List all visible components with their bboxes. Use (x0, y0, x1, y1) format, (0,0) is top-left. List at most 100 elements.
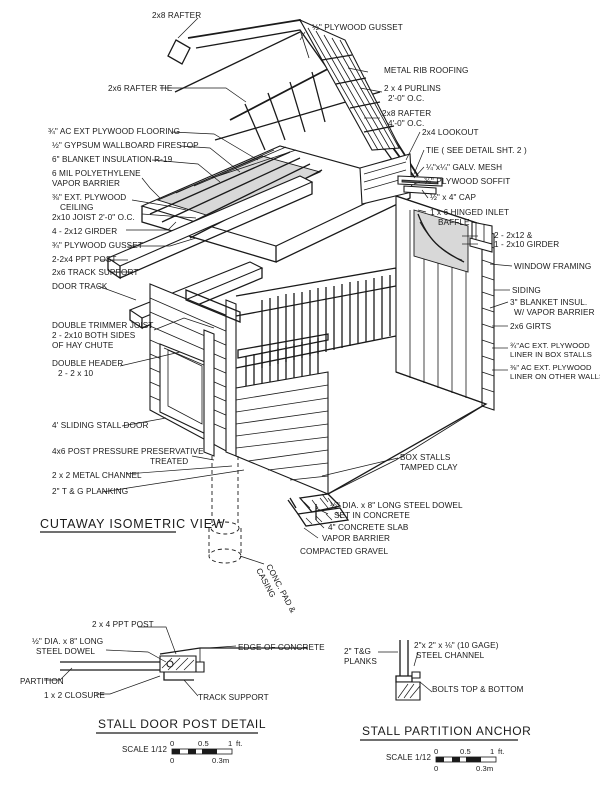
label-window-framing: WINDOW FRAMING (514, 262, 591, 271)
label-ext-plywood-ceiling: ⅜" EXT. PLYWOOD (52, 193, 126, 202)
label-ext-plywood-ceiling-2: CEILING (60, 203, 93, 212)
main-view-title: CUTAWAY ISOMETRIC VIEW (40, 517, 225, 531)
stall-floor (327, 371, 488, 495)
label-liner-other-walls: ⅜" AC EXT. PLYWOOD (510, 363, 592, 372)
scale-tick-03m: 0.3m (212, 756, 229, 765)
label-girder-2x12: 2 - 2x12 & (494, 231, 533, 240)
label-2x8-rafter-oc: 2x8 RAFTER (382, 109, 431, 118)
label-siding: SIDING (512, 286, 541, 295)
scale-r-tick-03m: 0.3m (476, 764, 493, 773)
label-inlet-baffle: 1 x 6 HINGED INLET (430, 208, 509, 217)
label-trimmer-joist-3: OF HAY CHUTE (52, 341, 114, 350)
label-ppt-post: 2-2x4 PPT POST (52, 255, 117, 264)
isometric-barn-drawing (106, 18, 495, 564)
stall-partition-wall (235, 371, 329, 495)
label-tie-detail: TIE ( SEE DETAIL SHT. 2 ) (426, 146, 527, 155)
scale-r-tick-0-m: 0 (434, 764, 438, 773)
label-partition: PARTITION (20, 677, 64, 686)
label-steel-channel: 2"x 2" x ⅛" (10 GAGE) (414, 641, 499, 650)
scale-tick-0: 0 (170, 739, 174, 748)
label-post-pressure: 4x6 POST PRESSURE PRESERVATIVE (52, 447, 204, 456)
scale-r-tick-05: 0.5 (460, 747, 471, 756)
label-liner-box-stalls-2: LINER IN BOX STALLS (510, 350, 592, 359)
label-girts: 2x6 GIRTS (510, 322, 552, 331)
label-bolts: BOLTS TOP & BOTTOM (432, 685, 524, 694)
label-blanket-insulation: 6" BLANKET INSULATION R-19 (52, 155, 173, 164)
label-purlins: 2 x 4 PURLINS (384, 84, 441, 93)
label-liner-box-stalls: ¾"AC EXT. PLYWOOD (510, 341, 590, 350)
scale-r-tick-1: 1 (490, 747, 494, 756)
label-purlins-spacing: 2'-0" O.C. (388, 94, 424, 103)
label-liner-other-walls-2: LINER ON OTHER WALLS (510, 372, 600, 381)
label-joist: 2x10 JOIST 2'-0" O.C. (52, 213, 135, 222)
label-door-track-support: TRACK SUPPORT (198, 693, 269, 702)
label-track-support: 2x6 TRACK SUPPORT (52, 268, 138, 277)
label-closure: 1 x 2 CLOSURE (44, 691, 105, 700)
scale-label-left: SCALE 1/12 (122, 745, 167, 754)
roof-trusses (167, 18, 419, 179)
label-trimmer-joist-2: 2 - 2x10 BOTH SIDES (52, 331, 136, 340)
label-metal-channel: 2 x 2 METAL CHANNEL (52, 471, 142, 480)
label-compacted-gravel: COMPACTED GRAVEL (300, 547, 389, 556)
label-door-dowel-2: STEEL DOWEL (36, 647, 95, 656)
label-inlet-baffle-2: BAFFLE (438, 218, 470, 227)
label-girder-4: 4 - 2x12 GIRDER (52, 227, 117, 236)
label-double-header: DOUBLE HEADER (52, 359, 123, 368)
door-post-detail-title: STALL DOOR POST DETAIL (98, 717, 266, 731)
label-2x8-rafter: 2x8 RAFTER (152, 11, 201, 20)
scale-r-unit: ft. (498, 747, 505, 756)
stall-door-post-detail: 2 x 4 PPT POST ½" DIA. x 8" LONG STEEL D… (20, 620, 325, 765)
label-polyethylene-barrier: VAPOR BARRIER (52, 179, 120, 188)
label-concrete-slab: 4" CONCRETE SLAB (328, 523, 409, 532)
label-girder-1x10: 1 - 2x10 GIRDER (494, 240, 559, 249)
hay-loft-deck (140, 145, 413, 263)
scale-tick-0-m: 0 (170, 756, 174, 765)
label-wall-insulation-2: W/ VAPOR BARRIER (514, 308, 595, 317)
scale-tick-05: 0.5 (198, 739, 209, 748)
label-wall-insulation: 3" BLANKET INSUL. (510, 298, 587, 307)
label-door-dowel: ½" DIA. x 8" LONG (32, 637, 103, 646)
post-foundation (208, 456, 242, 564)
label-box-stalls: BOX STALLS (400, 453, 451, 462)
scale-label-right: SCALE 1/12 (386, 753, 431, 762)
label-tamped-clay: TAMPED CLAY (400, 463, 458, 472)
label-tg-planking: 2" T & G PLANKING (52, 487, 128, 496)
label-vapor-barrier: VAPOR BARRIER (322, 534, 390, 543)
label-polyethylene: 6 MIL POLYETHYLENE (52, 169, 141, 178)
label-steel-channel-2: STEEL CHANNEL (416, 651, 485, 660)
scale-r-tick-0: 0 (434, 747, 438, 756)
eave-detail (395, 175, 493, 253)
partition-anchor-scale-bar: SCALE 1/12 0 0.5 1 ft. 0 0.3m (386, 747, 505, 773)
label-steel-dowel: ½" DIA. x 8" LONG STEEL DOWEL (330, 501, 463, 510)
leader-lines (97, 17, 513, 565)
label-metal-rib-roofing: METAL RIB ROOFING (384, 66, 469, 75)
label-galv-mesh: ¼"x¼" GALV. MESH (426, 163, 502, 172)
metal-rib-roofing (298, 18, 401, 151)
scale-tick-1: 1 (228, 739, 232, 748)
label-tg-planks: 2" T&G (344, 647, 371, 656)
label-trimmer-joist: DOUBLE TRIMMER JOIST (52, 321, 153, 330)
label-edge-of-concrete: EDGE OF CONCRETE (238, 643, 325, 652)
label-plywood-gusset-34: ¾" PLYWOOD GUSSET (52, 241, 143, 250)
label-ac-flooring: ¾" AC EXT PLYWOOD FLOORING (48, 127, 180, 136)
partition-anchor-title: STALL PARTITION ANCHOR (362, 724, 531, 738)
front-wall (149, 283, 241, 457)
label-rafter-tie: 2x6 RAFTER TIE (108, 84, 173, 93)
label-post-treated: TREATED (150, 457, 188, 466)
label-door-track: DOOR TRACK (52, 282, 108, 291)
label-double-header-2: 2 - 2 x 10 (58, 369, 93, 378)
scale-unit: ft. (236, 739, 243, 748)
label-plywood-soffit: ⅜" PLYWOOD SOFFIT (424, 177, 510, 186)
label-gypsum-firestop: ½" GYPSUM WALLBOARD FIRESTOP (52, 141, 199, 150)
label-plywood-gusset-half: ½" PLYWOOD GUSSET (312, 23, 403, 32)
label-cap: ½" x 4" CAP (430, 193, 476, 202)
window-framing (413, 209, 469, 273)
label-tg-planks-2: PLANKS (344, 657, 377, 666)
label-door-post: 2 x 4 PPT POST (92, 620, 154, 629)
stall-partition-anchor-detail: 2" T&G PLANKS 2"x 2" x ⅛" (10 GAGE) STEE… (344, 640, 531, 773)
label-lookout: 2x4 LOOKOUT (422, 128, 479, 137)
door-post-scale-bar: SCALE 1/12 0 0.5 1 ft. 0 0.3m (122, 739, 243, 765)
label-steel-dowel-2: SET IN CONCRETE (334, 511, 410, 520)
label-sliding-door: 4' SLIDING STALL DOOR (52, 421, 148, 430)
